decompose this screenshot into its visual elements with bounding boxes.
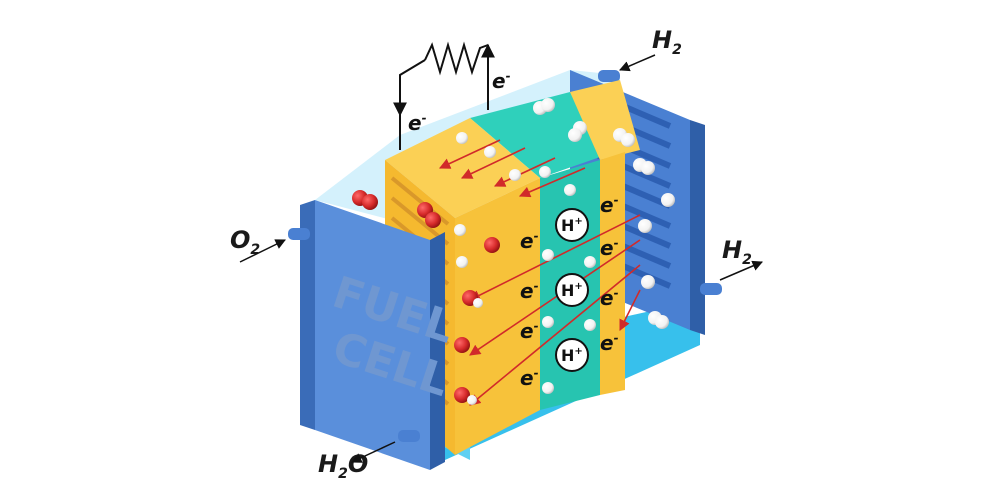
hydrogen-molecules <box>454 98 675 394</box>
svg-text:H2: H2 <box>652 26 682 58</box>
oxygen-molecules <box>352 190 500 405</box>
svg-text:H2: H2 <box>722 236 752 268</box>
proton-icon: H+ <box>555 338 589 372</box>
resistor-zigzag-icon <box>424 41 489 76</box>
electron-label: e- <box>600 331 619 355</box>
external-circuit <box>393 41 495 150</box>
flow-arrow-icon <box>239 239 286 263</box>
flow-arrow-icon <box>719 260 763 281</box>
h2-inlet-label: H2 <box>619 26 682 72</box>
electron-label: e- <box>520 366 539 390</box>
svg-text:O2: O2 <box>230 226 260 258</box>
electron-label: e- <box>520 279 539 303</box>
electron-label: e- <box>520 229 539 253</box>
o2-inlet-label: O2 <box>230 226 286 263</box>
cathode-end-plate: FUEL CELL <box>288 200 460 470</box>
electron-labels: e- e- e- e- e- e- e- e- e- e- <box>408 69 619 390</box>
electron-label: e- <box>520 319 539 343</box>
svg-text:H+: H+ <box>561 346 583 365</box>
flow-labels: H2 H2 O2 H2O <box>230 26 763 482</box>
o2-inlet-pipe <box>288 228 310 240</box>
svg-text:H+: H+ <box>561 281 583 300</box>
electron-label: e- <box>492 69 511 93</box>
h2-inlet-pipe <box>598 70 620 82</box>
h2o-outlet-label: H2O <box>318 441 396 482</box>
proton-icon: H+ <box>555 273 589 307</box>
electron-label: e- <box>600 193 619 217</box>
h2-outlet-pipe <box>700 283 722 295</box>
proton-icon: H+ <box>555 208 589 242</box>
flow-arrow-icon <box>619 54 656 72</box>
electron-label: e- <box>408 111 427 135</box>
svg-text:H2O: H2O <box>318 450 368 482</box>
electron-flow-arrows <box>438 139 641 406</box>
protons: H+ H+ H+ <box>555 208 589 372</box>
svg-text:H+: H+ <box>561 216 583 235</box>
flow-arrow-icon <box>351 441 396 463</box>
h2-outlet-label: H2 <box>719 236 763 281</box>
electron-label: e- <box>600 286 619 310</box>
h2o-outlet-pipe <box>398 430 420 442</box>
electron-label: e- <box>600 236 619 260</box>
